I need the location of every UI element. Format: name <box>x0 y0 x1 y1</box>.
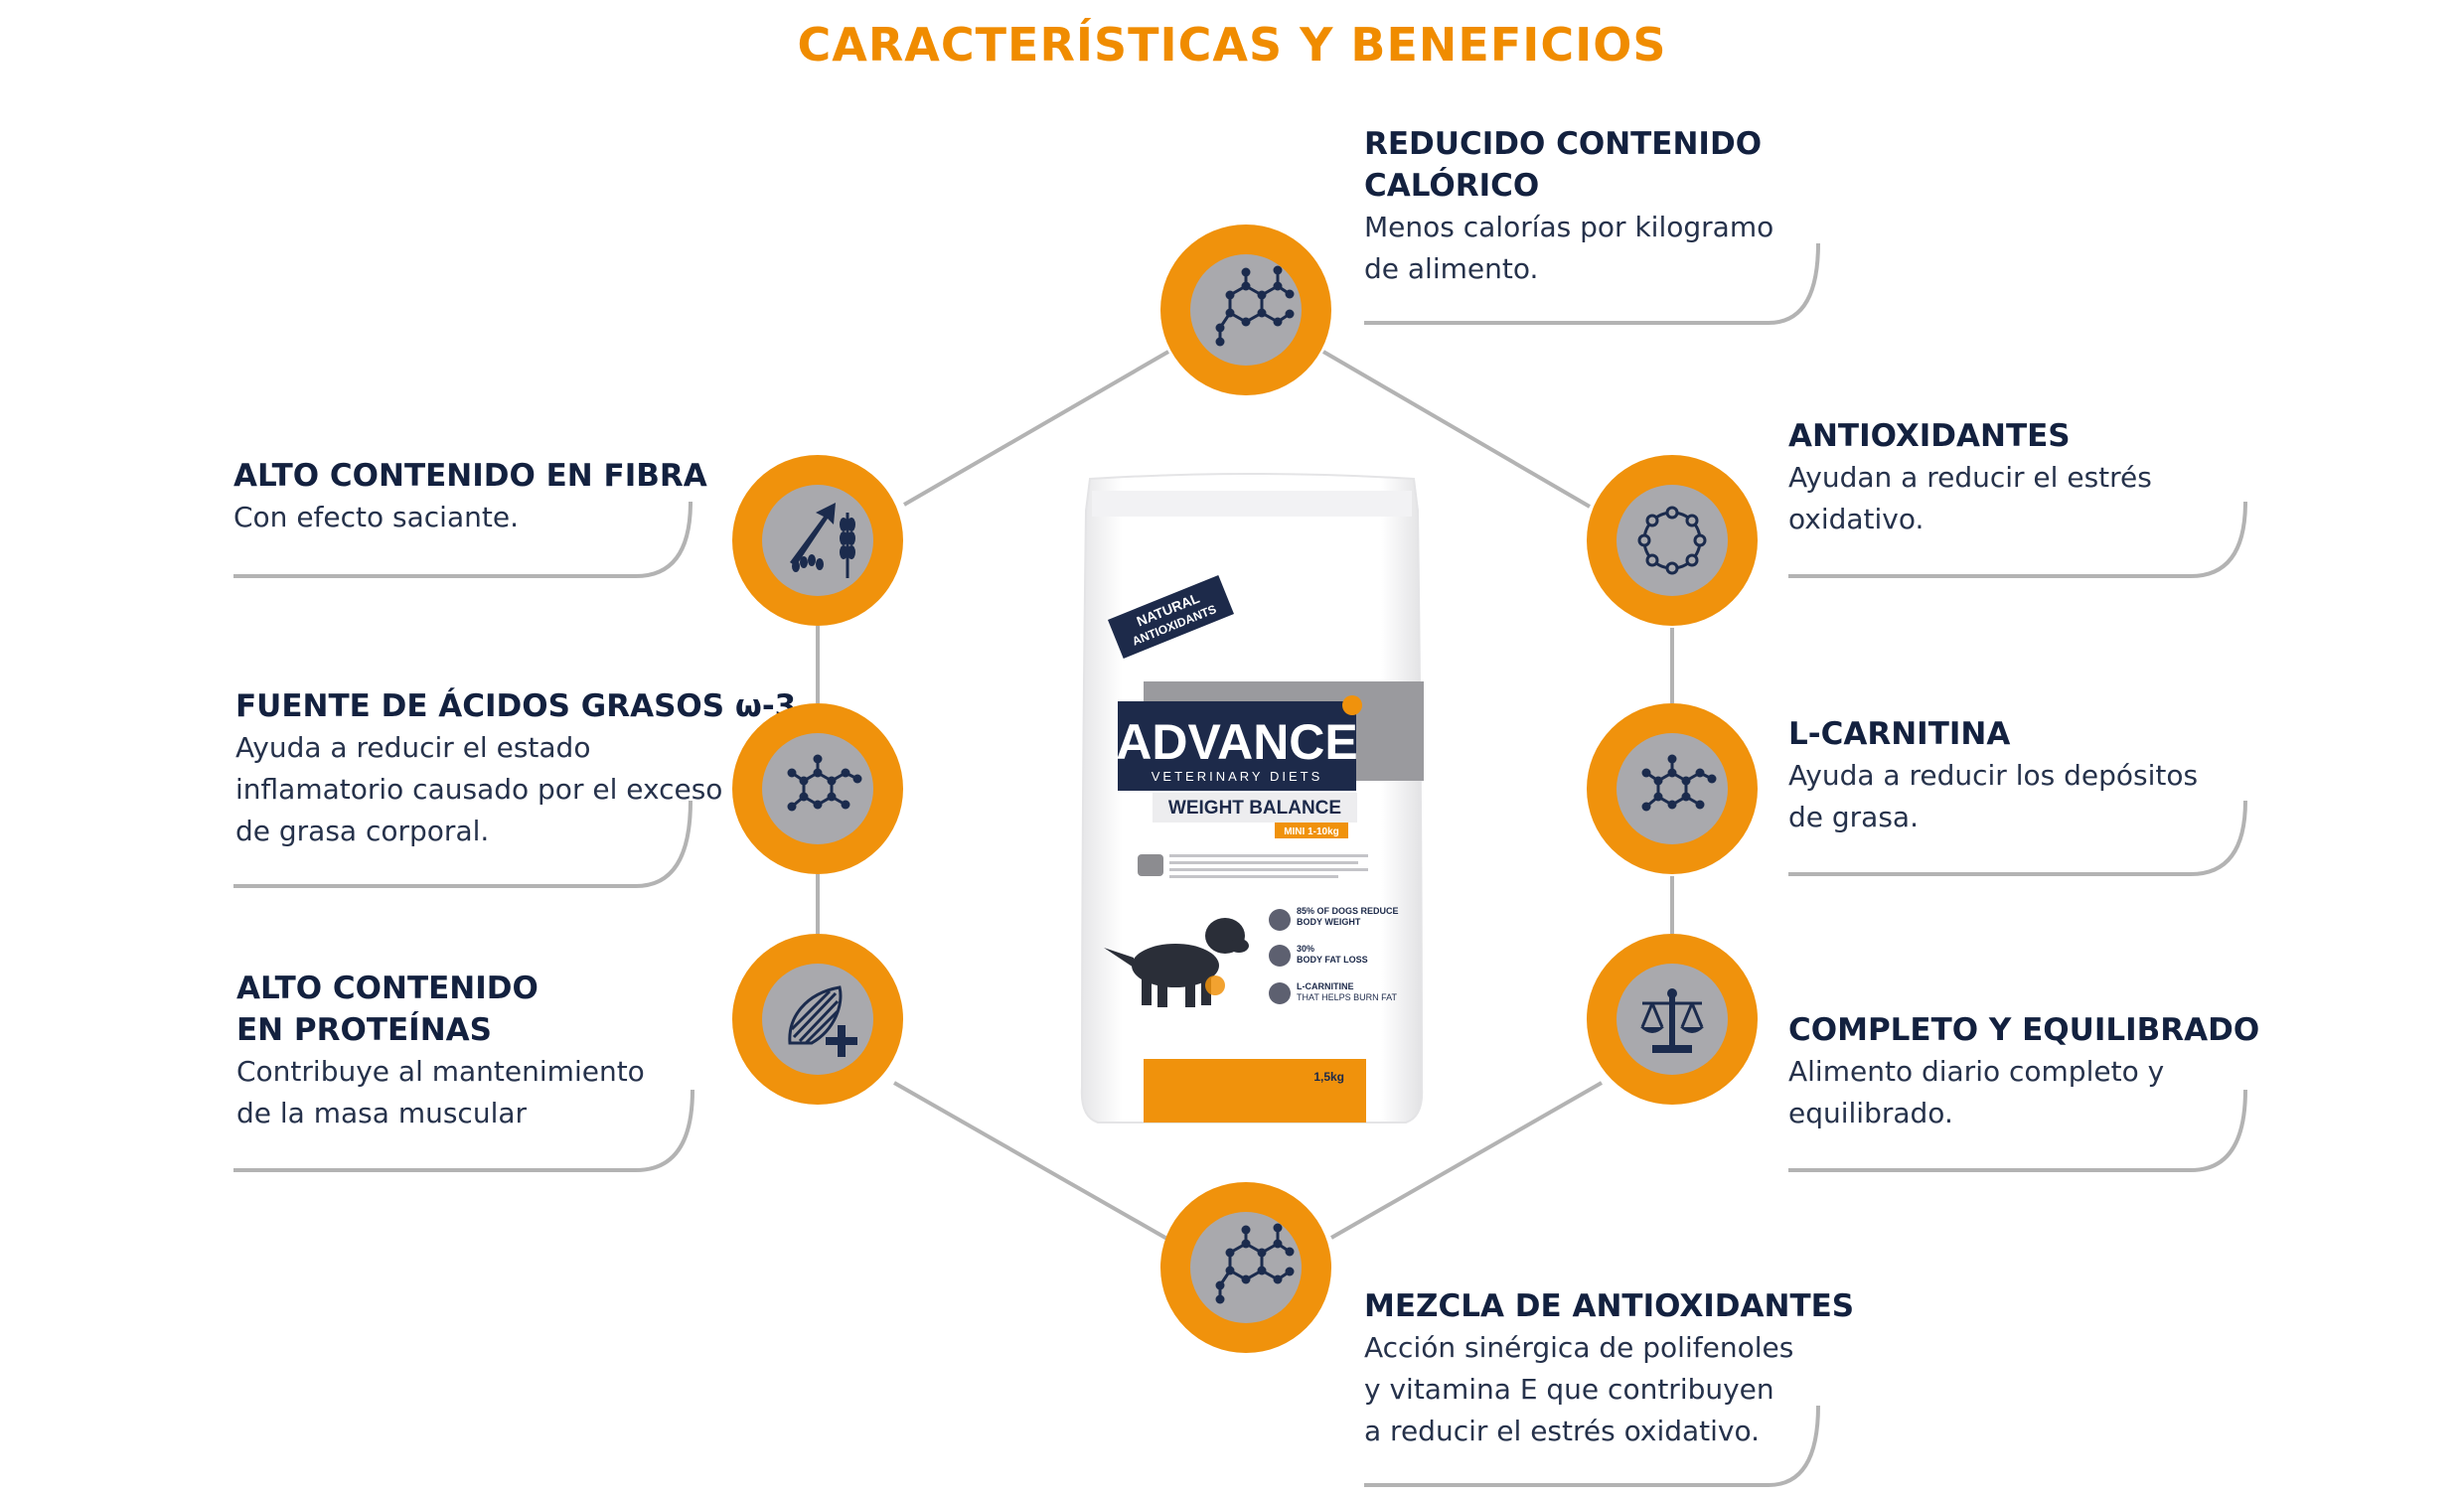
scale-icon <box>1640 988 1704 1053</box>
molecule-icon <box>787 754 862 812</box>
brand-name: ADVANCE <box>1116 714 1358 770</box>
node-proteinas <box>732 934 903 1105</box>
feature-title: ANTIOXIDANTES <box>1788 418 2071 454</box>
product-line: WEIGHT BALANCE <box>1168 798 1341 819</box>
feature-description: de grasa. <box>1788 801 1919 833</box>
feature-fibra: ALTO CONTENIDO EN FIBRA Con efecto sacia… <box>233 455 707 538</box>
feature-carnitina: L-CARNITINA Ayuda a reducir los depósito… <box>1788 713 2198 838</box>
molecule-icon <box>1215 265 1295 347</box>
wheat-arrow-icon <box>790 503 855 578</box>
feature-description: inflamatorio causado por el exceso <box>235 773 723 806</box>
size-range: MINI 1-10kg <box>1284 826 1339 837</box>
node-mezcla <box>1160 1182 1331 1353</box>
feature-title: FUENTE DE ÁCIDOS GRASOS ω-3 <box>235 688 797 724</box>
product-bag: NATURAL ANTIOXIDANTS ADVANCE VETERINARY … <box>1080 473 1424 1124</box>
node-fibra <box>732 455 903 626</box>
feature-title: REDUCIDO CONTENIDO <box>1364 126 1763 162</box>
feature-description: de alimento. <box>1364 252 1539 285</box>
feature-description: de la masa muscular <box>236 1097 528 1129</box>
net-weight: 1,5kg <box>1313 1070 1344 1084</box>
feature-completo: COMPLETO Y EQUILIBRADO Alimento diario c… <box>1788 1009 2259 1134</box>
claim-3: L-CARNITINE <box>1297 981 1354 991</box>
molecule-icon <box>1215 1223 1295 1304</box>
node-carnitina <box>1587 703 1758 874</box>
node-caloric <box>1160 225 1331 395</box>
feature-description: Ayudan a reducir el estrés <box>1788 461 2152 494</box>
feature-title: EN PROTEÍNAS <box>236 1012 492 1048</box>
muscle-plus-icon <box>788 985 857 1057</box>
feature-description: oxidativo. <box>1788 503 1925 535</box>
claim-1: 85% OF DOGS REDUCE <box>1297 906 1399 916</box>
feature-omega: FUENTE DE ÁCIDOS GRASOS ω-3 Ayuda a redu… <box>235 685 796 852</box>
feature-antioxidantes: ANTIOXIDANTES Ayudan a reducir el estrés… <box>1788 415 2152 540</box>
claim-3-sub: THAT HELPS BURN FAT <box>1297 992 1398 1002</box>
node-antioxidantes <box>1587 455 1758 626</box>
node-omega <box>732 703 903 874</box>
feature-description: equilibrado. <box>1788 1097 1953 1129</box>
feature-title: MEZCLA DE ANTIOXIDANTES <box>1364 1288 1855 1324</box>
feature-proteinas: ALTO CONTENIDO EN PROTEÍNAS Contribuye a… <box>236 968 645 1134</box>
feature-description: Menos calorías por kilogramo <box>1364 211 1774 243</box>
feature-mezcla: MEZCLA DE ANTIOXIDANTES Acción sinérgica… <box>1364 1285 1854 1452</box>
feature-description: Acción sinérgica de polifenoles <box>1364 1331 1794 1364</box>
page-title: CARACTERÍSTICAS Y BENEFICIOS <box>797 18 1667 72</box>
ring-icon <box>1637 506 1707 575</box>
claim-2-sub: BODY FAT LOSS <box>1297 955 1368 965</box>
feature-description: de grasa corporal. <box>235 815 490 847</box>
feature-description: Alimento diario completo y <box>1788 1055 2165 1088</box>
brand-subtitle: VETERINARY DIETS <box>1152 769 1323 784</box>
claim-2: 30% <box>1297 944 1314 954</box>
feature-title: L-CARNITINA <box>1788 716 2011 752</box>
node-completo <box>1587 934 1758 1105</box>
claim-1-sub: BODY WEIGHT <box>1297 917 1361 927</box>
feature-description: a reducir el estrés oxidativo. <box>1364 1415 1761 1447</box>
feature-description: Ayuda a reducir el estado <box>235 731 591 764</box>
feature-description: Contribuye al mantenimiento <box>236 1055 645 1088</box>
feature-title: CALÓRICO <box>1364 168 1540 204</box>
feature-description: Con efecto saciante. <box>233 501 519 533</box>
feature-description: y vitamina E que contribuyen <box>1364 1373 1774 1406</box>
feature-title: ALTO CONTENIDO EN FIBRA <box>233 458 707 494</box>
feature-title: COMPLETO Y EQUILIBRADO <box>1788 1012 2260 1048</box>
feature-description: Ayuda a reducir los depósitos <box>1788 759 2199 792</box>
feature-caloric: REDUCIDO CONTENIDO CALÓRICO Menos calorí… <box>1364 123 1773 290</box>
feature-title: ALTO CONTENIDO <box>236 971 539 1006</box>
molecule-icon <box>1641 754 1717 812</box>
